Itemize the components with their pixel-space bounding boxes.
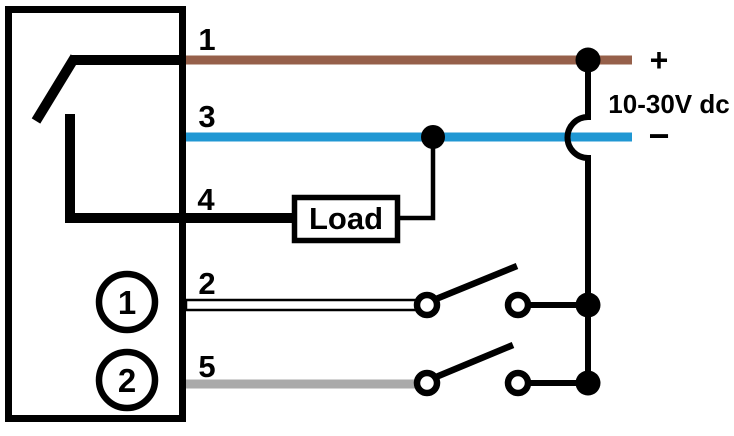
terminal-label-4: 4 [197, 182, 215, 217]
switch2-lever [434, 341, 515, 381]
port-label-1: 1 [118, 284, 136, 321]
switch2-contact-right [504, 369, 532, 397]
terminal-label-5: 5 [198, 349, 215, 384]
output-wire-4-path [65, 114, 292, 223]
terminal-label-2: 2 [198, 266, 215, 301]
output-switch-lever [31, 54, 80, 124]
switch1-lever [434, 262, 519, 303]
switch1-contact-left [413, 291, 441, 319]
terminal-label-3: 3 [198, 99, 215, 134]
switch1-contact-right [504, 291, 532, 319]
terminal-label-1: 1 [198, 22, 215, 57]
load-to-blue-wire [400, 143, 436, 221]
supply-minus-label: − [648, 115, 669, 156]
supply-plus-label: + [650, 42, 669, 78]
port-circle-1 [95, 270, 159, 334]
junction-dot-switch2 [575, 370, 601, 396]
junction-dot-blue [421, 125, 445, 149]
switch2-contact-left [413, 369, 441, 397]
white-wire [184, 298, 418, 312]
port-circle-2 [95, 348, 159, 412]
load-box [291, 194, 401, 244]
port-label-2: 2 [118, 362, 136, 399]
load-label: Load [309, 201, 383, 236]
supply-rail-wire [564, 60, 591, 383]
junction-dot-brown [575, 47, 601, 73]
supply-voltage-label: 10-30V dc [608, 89, 729, 119]
junction-dot-switch1 [575, 292, 601, 318]
